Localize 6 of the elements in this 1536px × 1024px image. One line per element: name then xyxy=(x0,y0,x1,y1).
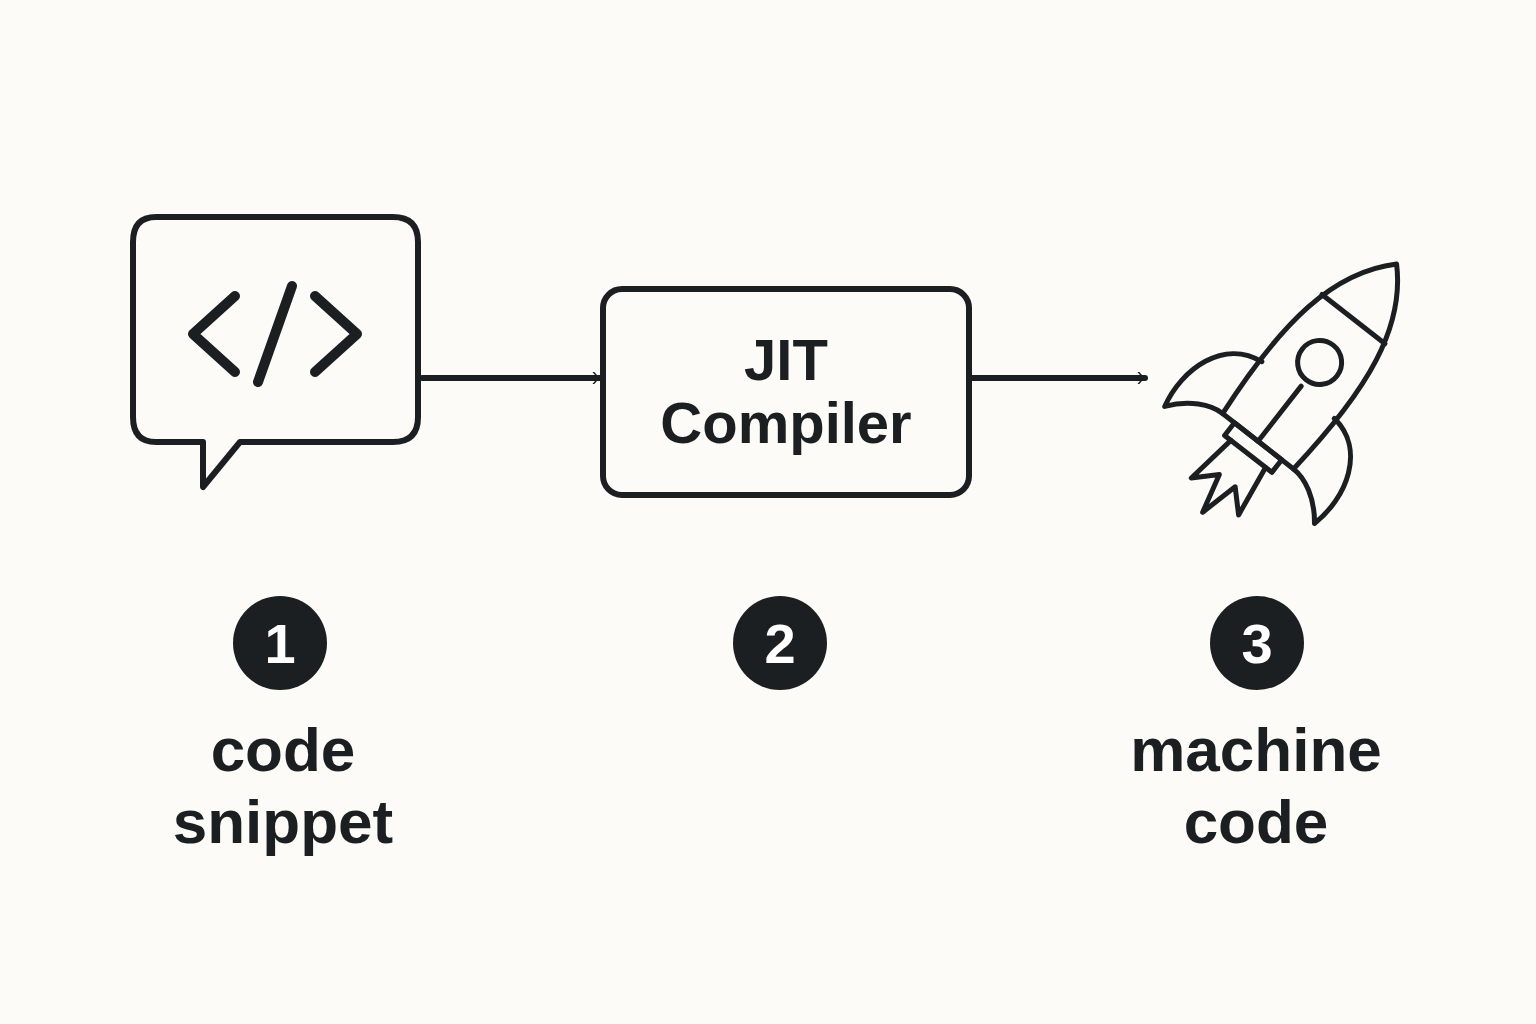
process-box: JIT Compiler xyxy=(600,286,972,498)
step-caption: code snippet xyxy=(171,714,395,858)
step-number: 3 xyxy=(1210,596,1304,690)
step-caption: machine code xyxy=(1129,714,1383,858)
step-number: 1 xyxy=(233,596,327,690)
step-number: 2 xyxy=(733,596,827,690)
